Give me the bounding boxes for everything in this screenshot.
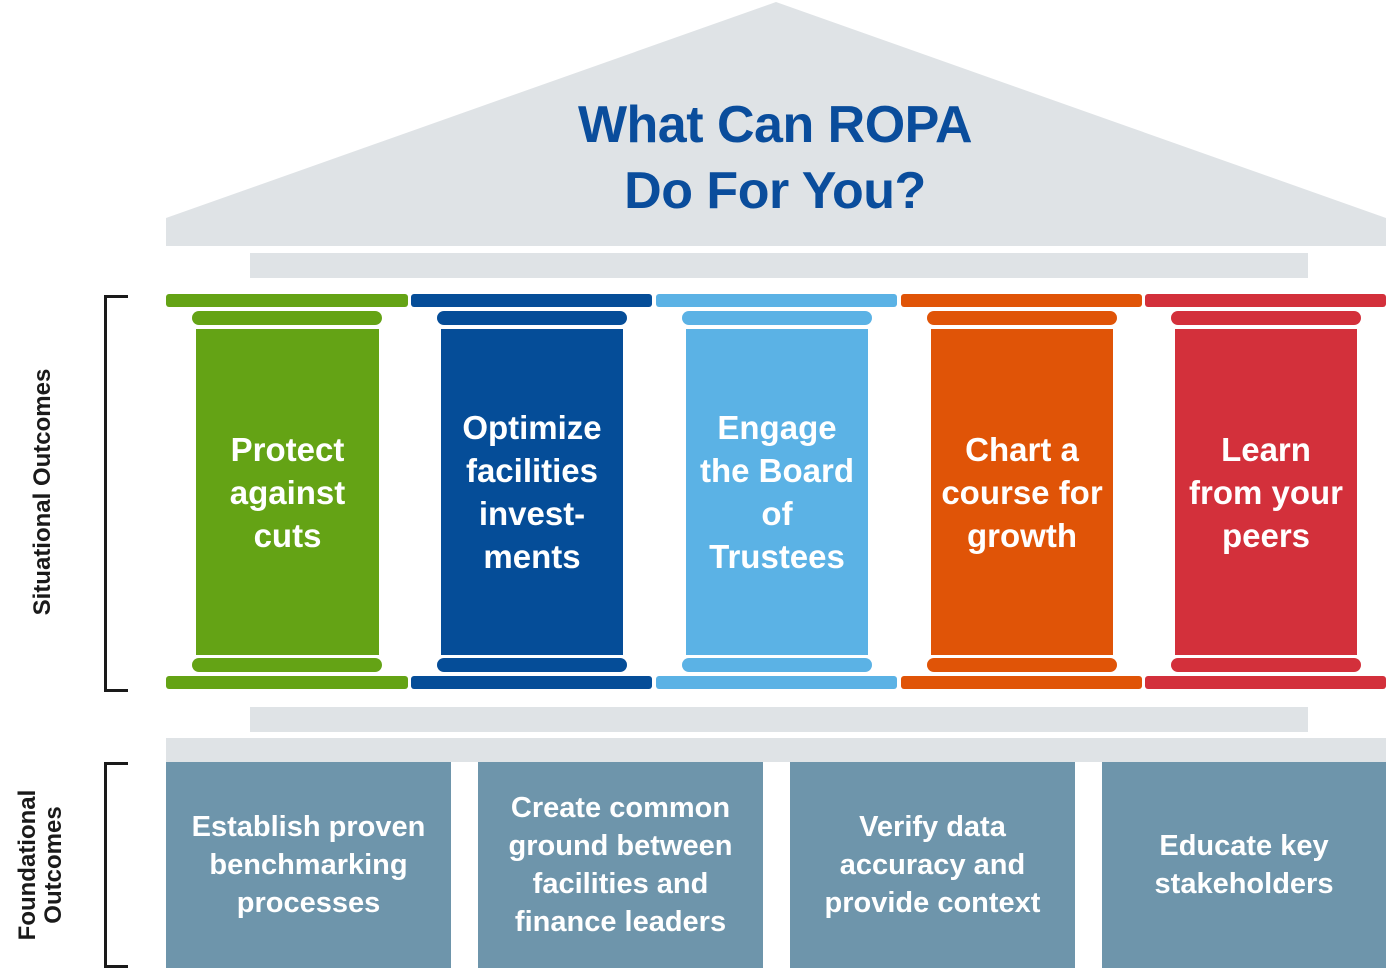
- pillar-label: Learn from your peers: [1188, 430, 1343, 554]
- stylobate-slab: [250, 707, 1308, 732]
- title-line-2: Do For You?: [624, 162, 926, 220]
- foundational-outcomes-label: Foundational Outcomes: [14, 780, 69, 950]
- pillar-shaft: Chart a course for growth: [931, 329, 1113, 655]
- foundation-block-educate: Educate key stakeholders: [1102, 762, 1386, 968]
- pillar-base: [411, 676, 652, 689]
- situational-bracket: [104, 295, 128, 692]
- foundational-label-line-2: Outcomes: [40, 806, 67, 924]
- pillar-base-ring: [1171, 658, 1361, 672]
- pillar-base-ring: [682, 658, 872, 672]
- pillar-base: [166, 676, 408, 689]
- pillar-base-ring: [927, 658, 1117, 672]
- foundation-block-benchmarking: Establish proven benchmarking processes: [166, 762, 451, 968]
- foundational-label-line-1: Foundational: [14, 789, 41, 941]
- title-line-1: What Can ROPA: [577, 96, 973, 154]
- pillar-capital-ring: [192, 311, 382, 325]
- pillar-capital-ring: [682, 311, 872, 325]
- foundation-label: Educate key stakeholders: [1154, 830, 1334, 900]
- pillar-label: Chart a course for growth: [941, 430, 1103, 554]
- foundation-block-common-ground: Create common ground between facilities …: [478, 762, 763, 968]
- foundational-bracket: [104, 762, 128, 968]
- pillar-base-ring: [437, 658, 627, 672]
- pillar-base: [901, 676, 1142, 689]
- pillar-capital: [901, 294, 1142, 307]
- pillar-capital: [1145, 294, 1386, 307]
- foundation-label: Create common ground between facilities …: [508, 792, 733, 938]
- pillar-base: [656, 676, 897, 689]
- foundation-top-slab: [166, 738, 1386, 762]
- pillar-shaft: Optimize facilities invest-ments: [441, 329, 623, 655]
- pillar-shaft: Protect against cuts: [196, 329, 379, 655]
- roof: [166, 2, 1386, 246]
- pillar-base-ring: [192, 658, 382, 672]
- pillar-base: [1145, 676, 1386, 689]
- pillar-label: Protect against cuts: [229, 430, 346, 554]
- pillar-label: Optimize facilities invest-ments: [462, 409, 602, 575]
- pillar-label: Engage the Board of Trustees: [699, 409, 854, 575]
- pillar-shaft: Learn from your peers: [1175, 329, 1357, 655]
- pillar-capital-ring: [437, 311, 627, 325]
- pillar-capital-ring: [1171, 311, 1361, 325]
- foundation-label: Establish proven benchmarking processes: [191, 811, 426, 919]
- pillar-capital: [166, 294, 408, 307]
- pillar-capital-ring: [927, 311, 1117, 325]
- situational-outcomes-label: Situational Outcomes: [29, 368, 56, 616]
- foundation-label: Verify data accuracy and provide context: [824, 811, 1041, 919]
- architrave-slab: [250, 253, 1308, 278]
- pillar-capital: [411, 294, 652, 307]
- pillar-capital: [656, 294, 897, 307]
- foundation-block-verify-data: Verify data accuracy and provide context: [790, 762, 1075, 968]
- pillar-shaft: Engage the Board of Trustees: [686, 329, 868, 655]
